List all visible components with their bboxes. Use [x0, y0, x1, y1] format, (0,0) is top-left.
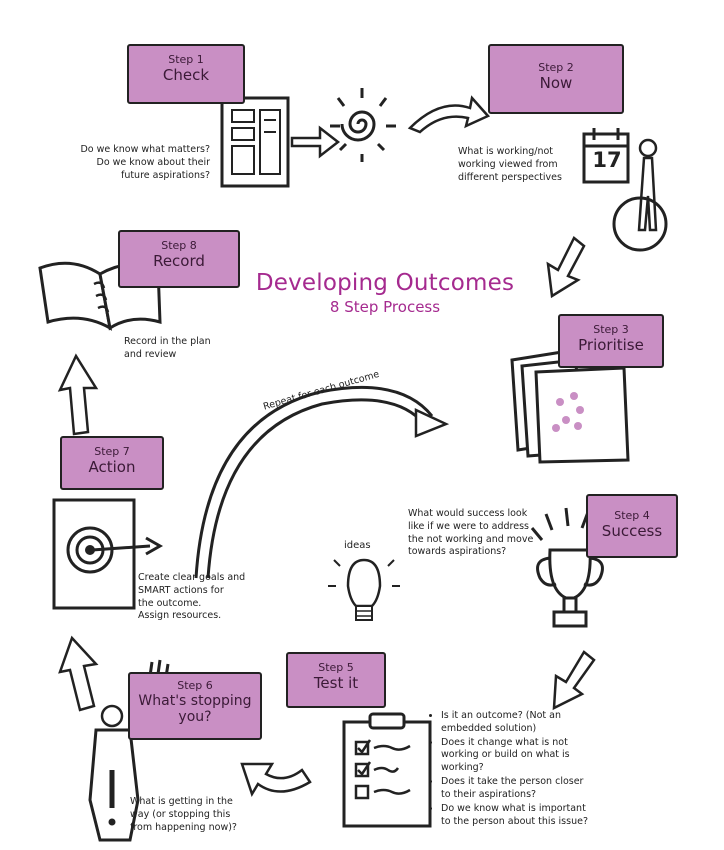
step-6-name: What's stopping you?	[138, 692, 252, 725]
step-7-bubble: Step 7 Action	[60, 436, 164, 490]
step-4-name: Success	[601, 521, 663, 540]
title-text: Developing Outcomes	[255, 270, 515, 296]
target-dart-icon	[52, 498, 164, 610]
step-5-checklist: Is it an outcome? (Not an embedded solut…	[430, 710, 590, 828]
note-line: Record in the plan	[124, 336, 211, 347]
arrow-step-5-to-step-6	[240, 762, 312, 797]
step-7-name: Action	[88, 457, 136, 476]
note-line: different perspectives	[458, 171, 562, 183]
bullet-item: Do we know what is important to the pers…	[441, 803, 590, 829]
sun-spiral-icon	[330, 88, 396, 162]
step-8-name: Record	[153, 251, 205, 270]
step-7-number: Step 7	[94, 445, 130, 458]
repeat-loop-arrow	[194, 386, 434, 579]
arrow-step-4-to-step-5	[552, 650, 596, 711]
note-line: What is getting in the	[130, 796, 233, 807]
note-line: What is working/not	[458, 146, 554, 157]
note-line: SMART actions for	[138, 584, 224, 596]
step-2-name: Now	[539, 73, 573, 92]
bullet-item: Does it change what is not working or bu…	[441, 737, 590, 775]
stacked-papers-icon	[510, 350, 630, 464]
lightbulb-icon	[328, 558, 400, 621]
clipboard-checklist-icon	[342, 712, 432, 828]
arrow-step-2-to-step-3	[546, 236, 586, 299]
trophy-icon	[530, 507, 604, 628]
note-line: Assign resources.	[138, 610, 222, 622]
note-line: way (or stopping this	[130, 808, 231, 820]
arrow-step-6-to-step-7	[58, 635, 99, 712]
step-4-number: Step 4	[614, 509, 650, 522]
step-4-bubble: Step 4 Success	[586, 494, 678, 558]
step-1-name: Check	[162, 65, 210, 84]
subtitle-text: 8 Step Process	[329, 298, 441, 316]
bullet-item: Does it take the person closer to their …	[441, 776, 590, 802]
standing-person-icon	[612, 138, 668, 252]
step-8-number: Step 8	[161, 239, 197, 252]
ideas-label: ideas	[344, 540, 371, 551]
checklist-document-icon	[220, 96, 290, 188]
note-line: the outcome.	[138, 597, 202, 609]
bullet-item: Is it an outcome? (Not an embedded solut…	[441, 710, 590, 736]
step-5-note: Is it an outcome? (Not an embedded solut…	[430, 710, 590, 829]
step-6-number: Step 6	[177, 679, 213, 692]
note-line: like if we were to address	[408, 520, 529, 532]
step-5-number: Step 5	[318, 661, 354, 674]
note-line: from happening now)?	[130, 821, 237, 833]
diagram-title: Developing Outcomes 8 Step Process	[225, 270, 545, 316]
step-1-bubble: Step 1 Check	[127, 44, 245, 104]
note-line: the not working and move	[408, 533, 534, 545]
note-line: Do we know what matters?	[80, 144, 210, 155]
step-7-note: Create clear goals and SMART actions for…	[138, 572, 258, 623]
step-4-note: What would success look like if we were …	[408, 508, 538, 559]
step-2-bubble: Step 2 Now	[488, 44, 624, 114]
step-1-number: Step 1	[168, 53, 204, 66]
step-2-note: What is working/not working viewed from …	[458, 146, 578, 184]
step-3-number: Step 3	[593, 323, 629, 336]
note-line: future aspirations?	[120, 169, 210, 181]
step-2-number: Step 2	[538, 61, 574, 74]
note-line: What would success look	[408, 508, 528, 519]
arrow-step-7-to-step-8	[57, 353, 99, 436]
arrow-1-to-sun	[290, 125, 341, 159]
note-line: and review	[124, 348, 177, 360]
step-8-note: Record in the plan and review	[124, 336, 234, 362]
step-3-bubble: Step 3 Prioritise	[558, 314, 664, 368]
note-line: Do we know about their	[96, 156, 210, 168]
note-line: Create clear goals and	[138, 572, 246, 583]
calendar-day-number: 17	[592, 148, 622, 172]
step-5-name: Test it	[313, 673, 359, 692]
step-5-bubble: Step 5 Test it	[286, 652, 386, 708]
step-6-bubble: Step 6 What's stopping you?	[128, 672, 262, 740]
step-3-name: Prioritise	[578, 335, 644, 354]
calendar-icon	[582, 128, 630, 184]
step-8-bubble: Step 8 Record	[118, 230, 240, 288]
step-1-note: Do we know what matters? Do we know abou…	[70, 144, 210, 182]
note-line: towards aspirations?	[408, 546, 507, 558]
note-line: working viewed from	[458, 158, 558, 170]
step-6-note: What is getting in the way (or stopping …	[130, 796, 260, 834]
arrow-sun-to-step-2	[407, 95, 491, 134]
